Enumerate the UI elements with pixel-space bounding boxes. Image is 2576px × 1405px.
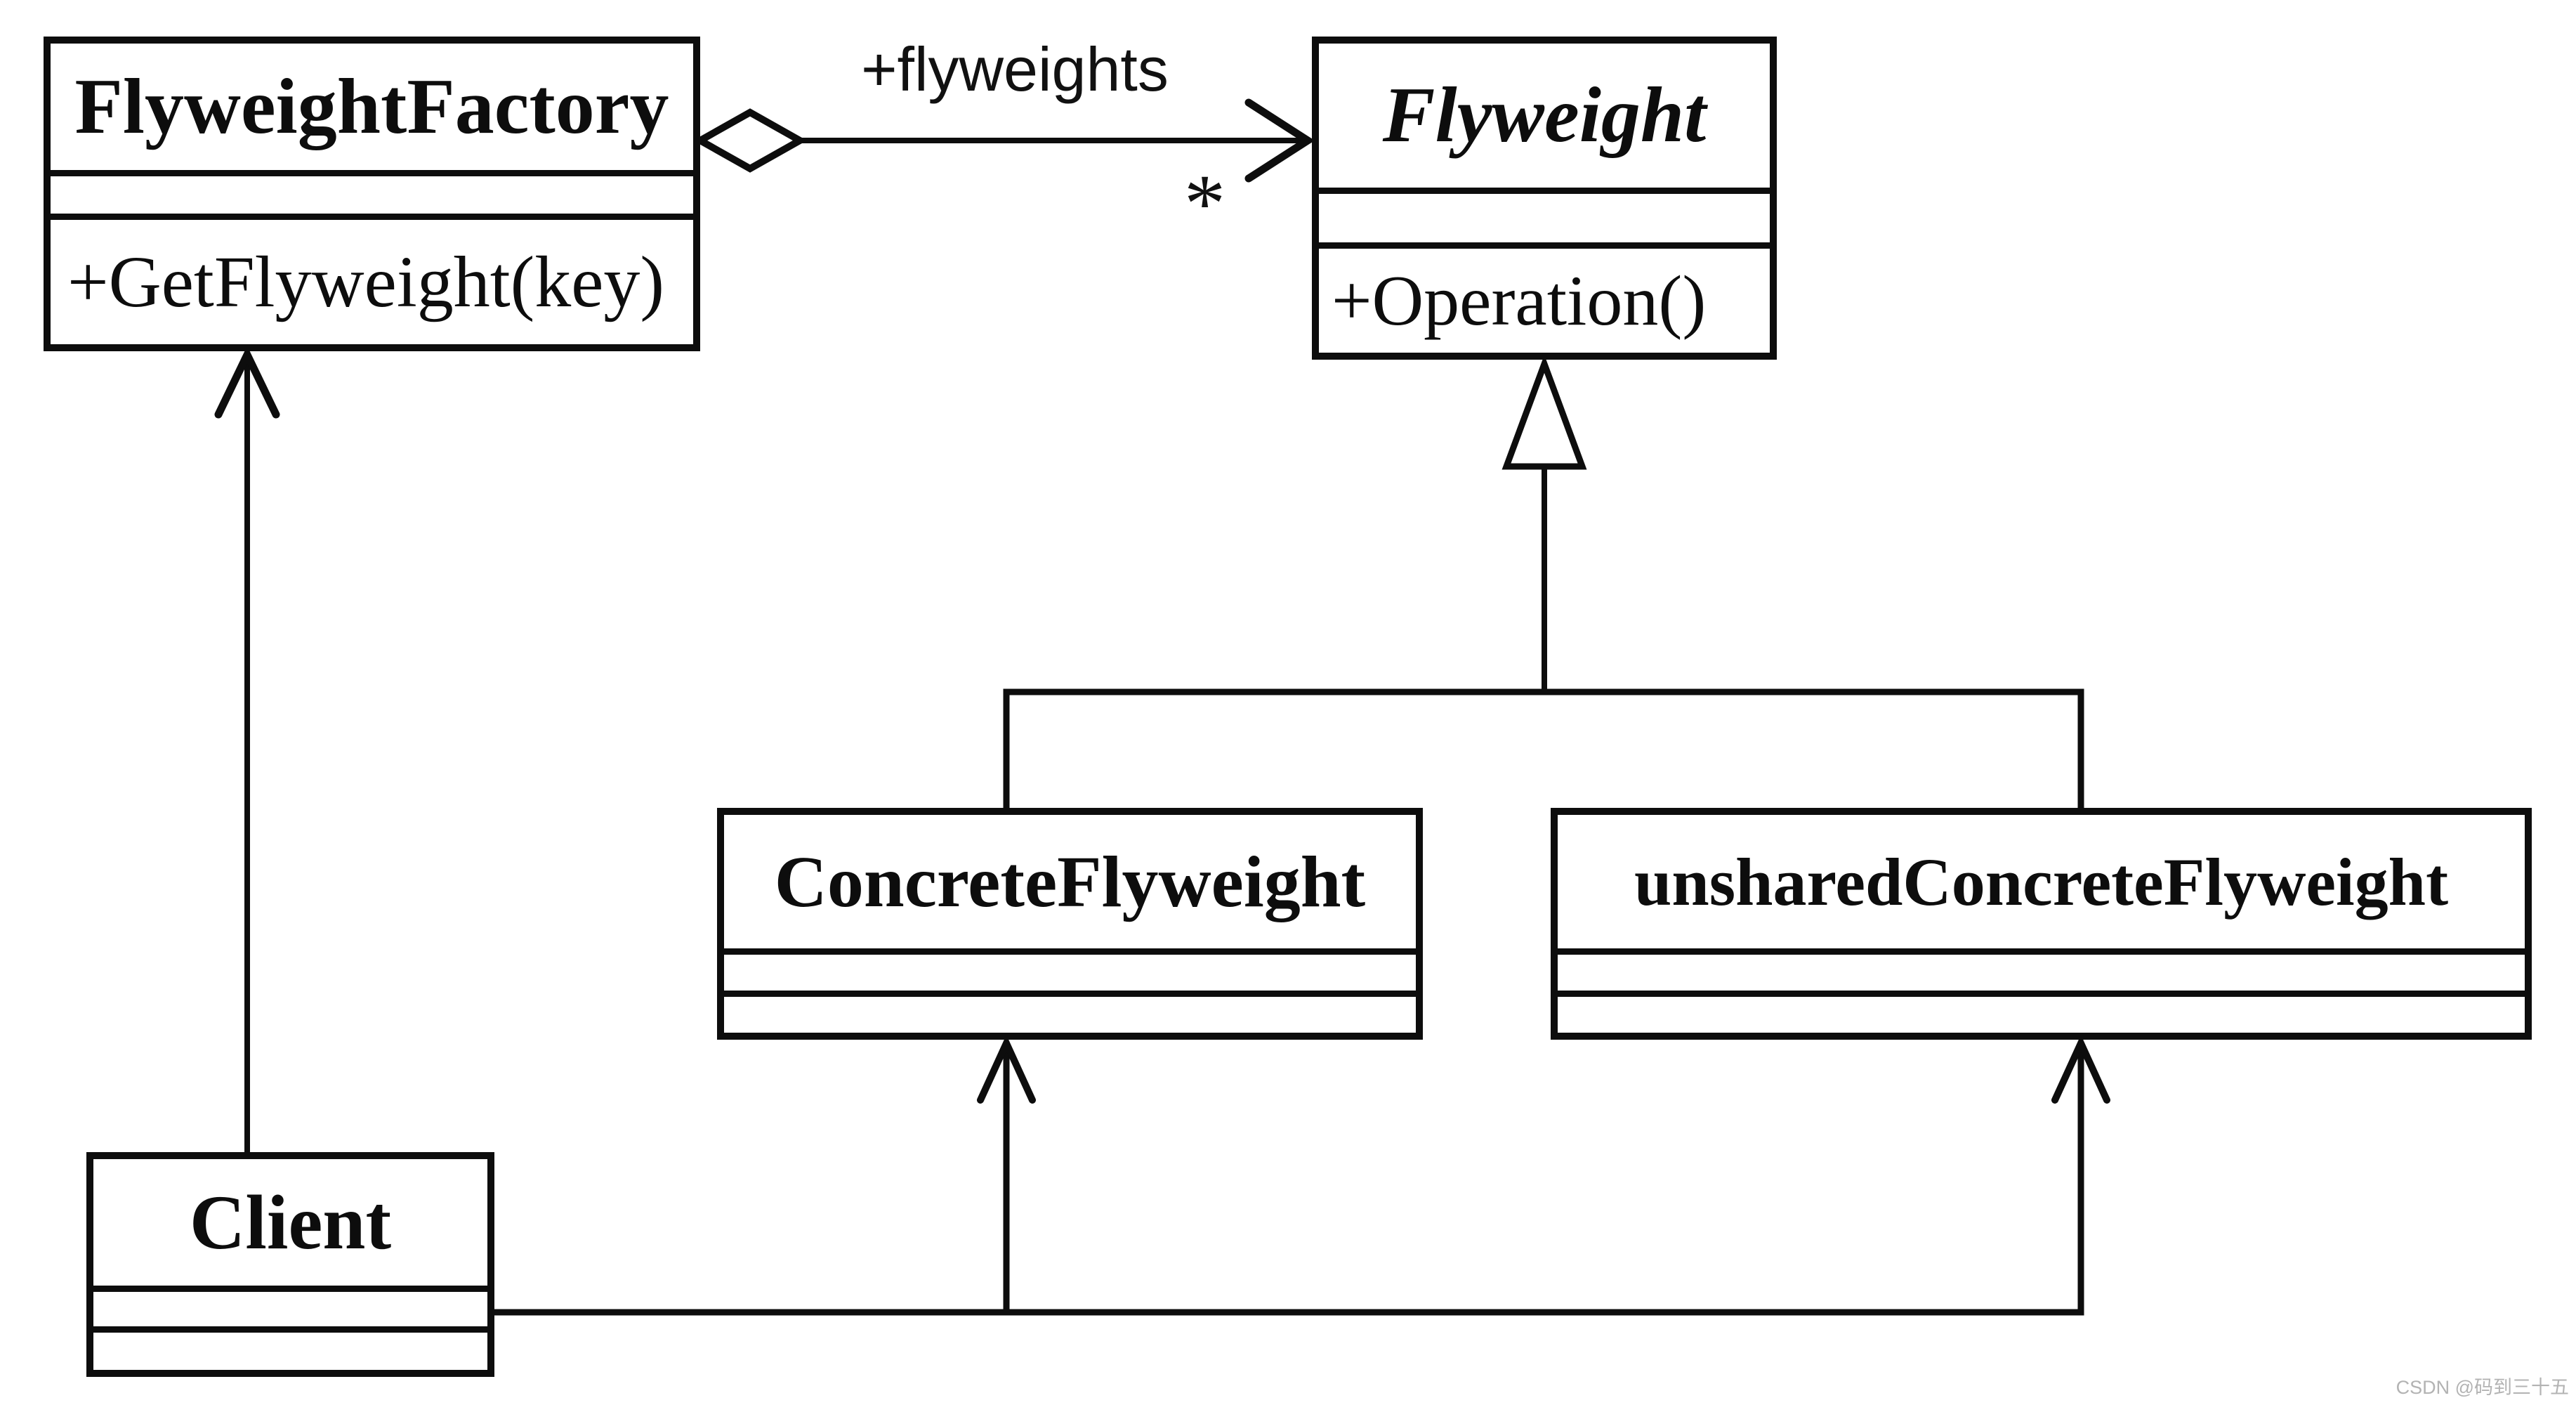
methods-compartment: +GetFlyweight(key)	[51, 214, 693, 344]
attributes-compartment	[93, 1286, 487, 1326]
aggregation-diamond-icon	[692, 108, 808, 173]
class-name-label: ConcreteFlyweight	[774, 841, 1366, 922]
generalization-branch-edge	[1003, 688, 2084, 808]
class-client: Client	[86, 1152, 494, 1377]
class-flyweight-factory: FlyweightFactory +GetFlyweight(key)	[44, 37, 700, 351]
generalization-triangle-icon	[1501, 355, 1587, 470]
class-title: FlyweightFactory	[51, 44, 693, 170]
class-flyweight: Flyweight +Operation()	[1312, 37, 1777, 360]
open-arrowhead-icon	[2051, 1034, 2110, 1104]
class-title: unsharedConcreteFlyweight	[1558, 815, 2525, 948]
class-name-label: FlyweightFactory	[74, 63, 669, 150]
methods-compartment	[724, 991, 1416, 1033]
attributes-compartment	[1558, 948, 2525, 991]
methods-compartment	[93, 1326, 487, 1370]
methods-compartment	[1558, 991, 2525, 1033]
attributes-compartment	[1319, 188, 1770, 242]
class-name-label: Client	[189, 1179, 392, 1265]
csdn-watermark: CSDN @码到三十五	[2396, 1377, 2569, 1398]
multiplicity-label: *	[1184, 157, 1225, 249]
class-unshared-concrete-flyweight: unsharedConcreteFlyweight	[1551, 808, 2532, 1040]
open-arrowhead-icon	[977, 1034, 1036, 1104]
method-label: +Operation()	[1332, 261, 1707, 341]
aggregation-role-label: +flyweights	[861, 34, 1169, 104]
client-flyweights-edge	[494, 1045, 2084, 1316]
class-name-label: Flyweight	[1382, 72, 1707, 159]
class-title: Client	[93, 1159, 487, 1286]
method-label: +GetFlyweight(key)	[67, 242, 665, 322]
attributes-compartment	[51, 170, 693, 214]
class-name-label: unsharedConcreteFlyweight	[1634, 844, 2449, 920]
class-title: Flyweight	[1319, 44, 1770, 188]
class-concrete-flyweight: ConcreteFlyweight	[717, 808, 1423, 1040]
attributes-compartment	[724, 948, 1416, 991]
methods-compartment: +Operation()	[1319, 242, 1770, 353]
open-arrowhead-icon	[214, 346, 280, 419]
class-title: ConcreteFlyweight	[724, 815, 1416, 948]
open-arrowhead-icon	[1244, 98, 1315, 183]
